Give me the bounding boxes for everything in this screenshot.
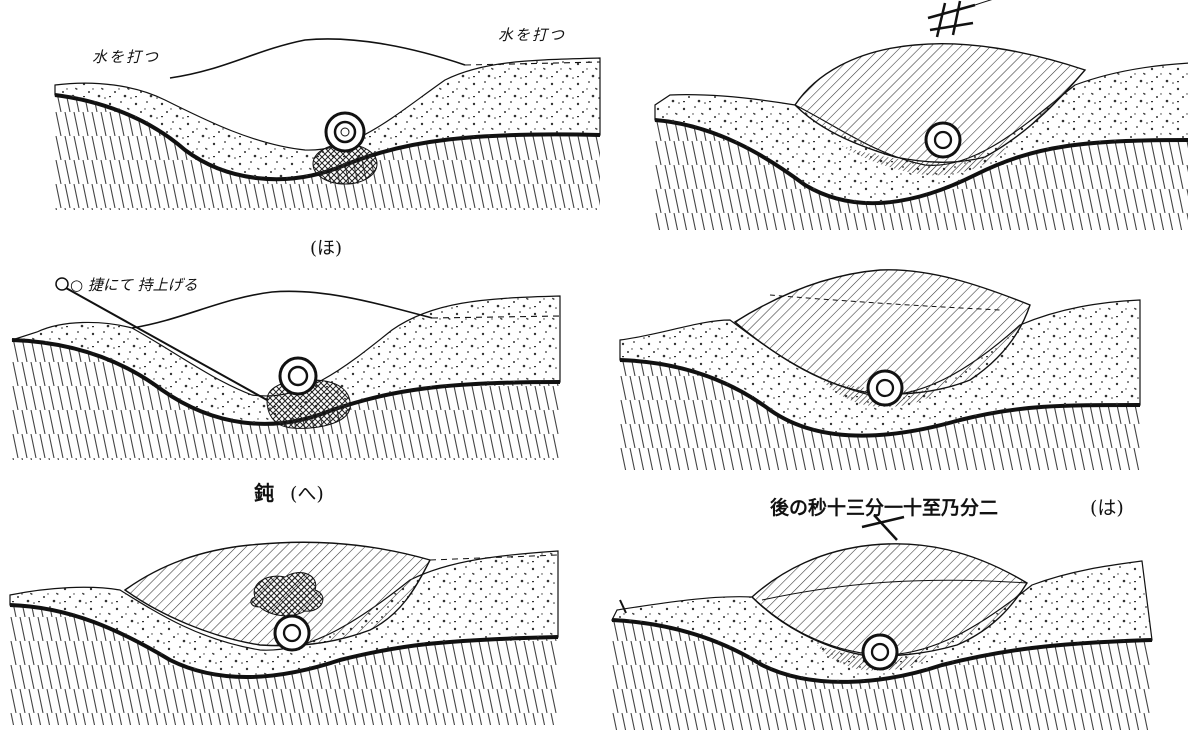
panel-middle-right-section — [620, 270, 1140, 470]
panel-top-right-section — [655, 0, 1188, 230]
caption-ha: (は) — [1090, 497, 1124, 519]
caption-ha-text: 後の秒十三分一十至乃分二 — [770, 496, 998, 519]
panel-bottom-right-section — [612, 515, 1152, 730]
pipe-section-icon — [280, 358, 316, 394]
water-annotation-right: 水を打つ — [498, 26, 566, 44]
pipe-section-icon — [275, 616, 309, 650]
panel-he-section — [12, 278, 560, 460]
lift-annotation: ○ 捷にて 持上げる — [70, 276, 198, 294]
tamping-tool-icon — [928, 0, 1013, 37]
pipe-section-icon — [868, 371, 902, 405]
excavation-outline — [132, 291, 432, 328]
caption-ho: (ほ) — [310, 238, 342, 259]
panel-bottom-left-section — [10, 542, 558, 725]
caption-he: (へ) — [290, 483, 324, 505]
caption-he-prefix: 鈍 — [254, 481, 274, 505]
pipe-section-icon — [326, 113, 364, 151]
pipe-section-icon — [863, 635, 897, 669]
water-annotation-left: 水を打つ — [92, 48, 160, 66]
pipe-section-icon — [926, 123, 960, 157]
